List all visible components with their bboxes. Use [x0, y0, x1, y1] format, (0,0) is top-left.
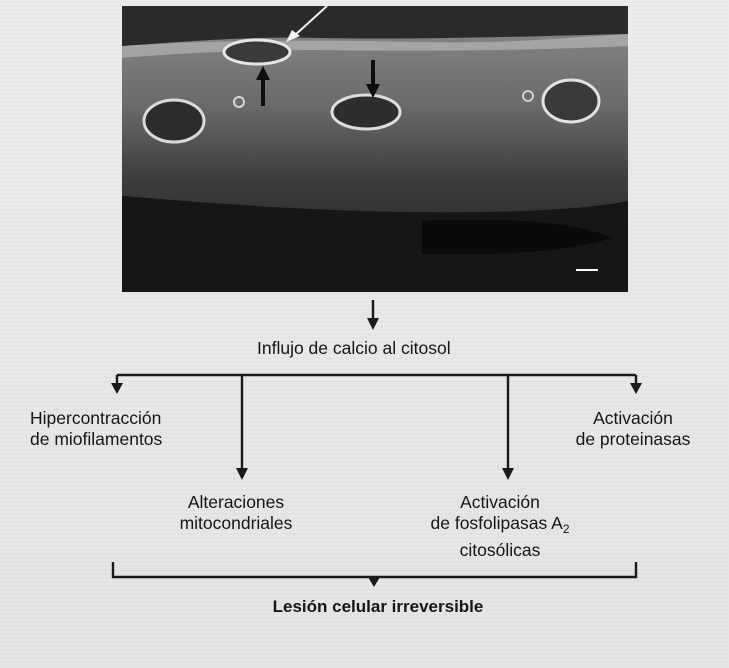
branch-arrowhead-4	[630, 383, 642, 394]
branch-mitochondrial-line1: Alteraciones	[161, 492, 311, 513]
branch-proteinases-line1: Activación	[558, 408, 708, 429]
branch-proteinases: Activación de proteinasas	[558, 408, 708, 450]
branch-arrowhead-3	[502, 468, 514, 480]
branch-phospholipases-line2: de fosfolipasas A2	[410, 513, 590, 540]
branch-mitochondrial-line2: mitocondriales	[161, 513, 311, 534]
branch-phospholipases-line1: Activación	[410, 492, 590, 513]
outcome-arrowhead	[368, 577, 380, 587]
trigger-arrowhead	[367, 318, 379, 330]
branch-arrowhead-1	[111, 383, 123, 394]
branch-phospholipases-line3: citosólicas	[410, 540, 590, 561]
subscript-two: 2	[563, 522, 570, 536]
outcome-label: Lesión celular irreversible	[228, 596, 528, 617]
branch-phospholipases: Activación de fosfolipasas A2 citosólica…	[410, 492, 590, 561]
branch-hypercontraction-line2: de miofilamentos	[30, 429, 162, 450]
branch-hypercontraction: Hipercontracción de miofilamentos	[30, 408, 162, 450]
branch-mitochondrial: Alteraciones mitocondriales	[161, 492, 311, 534]
convergence-bracket	[113, 562, 636, 577]
branch-hypercontraction-line1: Hipercontracción	[30, 408, 162, 429]
trigger-label: Influjo de calcio al citosol	[257, 338, 451, 359]
branch-arrowhead-2	[236, 468, 248, 480]
branch-proteinases-line2: de proteinasas	[558, 429, 708, 450]
